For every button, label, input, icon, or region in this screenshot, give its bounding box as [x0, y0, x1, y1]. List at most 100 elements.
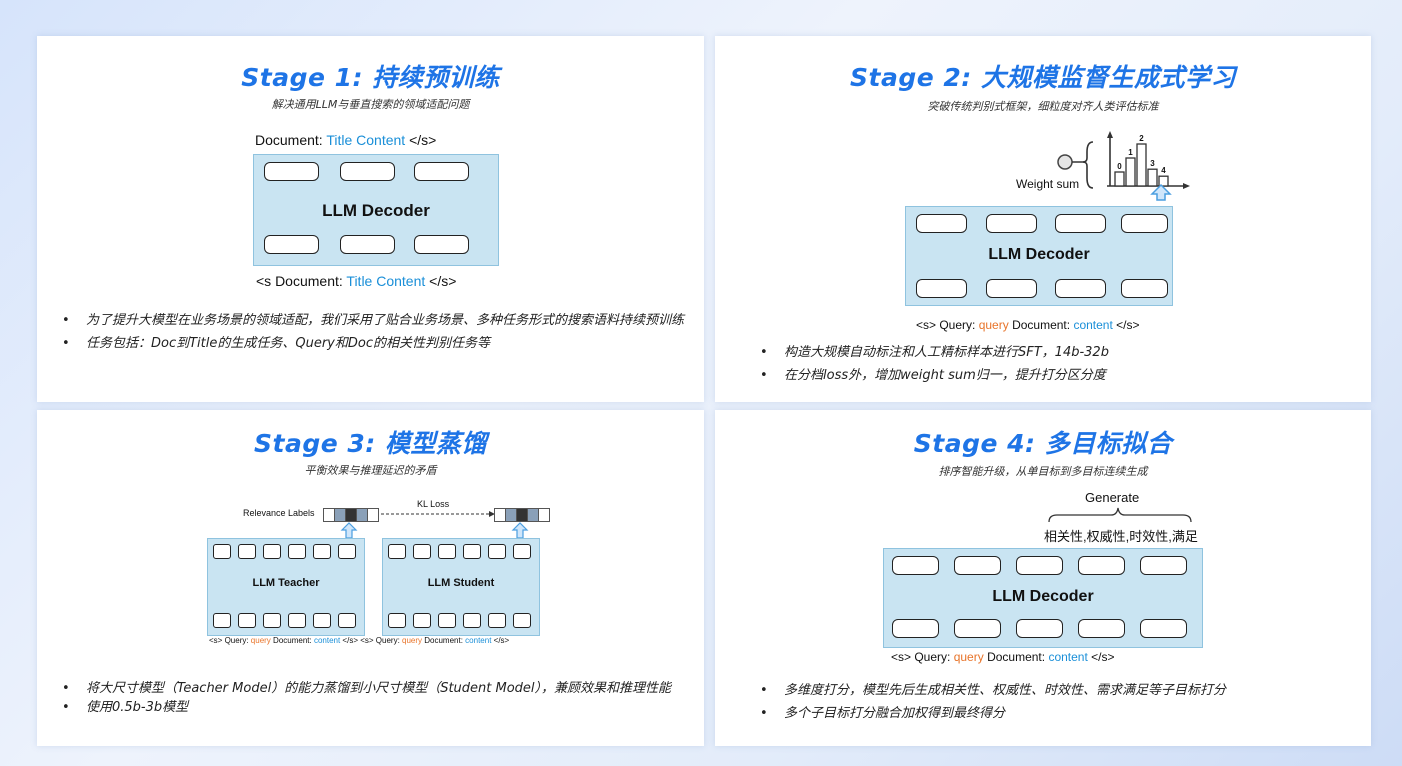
token-slot [1121, 214, 1168, 233]
token-slot [313, 613, 331, 628]
caption-suffix: </s> [425, 273, 457, 289]
token-slot [438, 544, 456, 559]
histogram-label: 4 [1161, 166, 1166, 175]
histogram-label: 1 [1128, 148, 1133, 157]
label-token [538, 508, 550, 522]
token-slot [986, 214, 1037, 233]
caption-highlight: Title Content [326, 132, 406, 148]
stage2-panel: Stage 2: 大规模监督生成式学习 突破传统判别式框架，细粒度对齐人类评估标… [715, 36, 1371, 402]
brace [1082, 141, 1094, 189]
stage3-panel: Stage 3: 模型蒸馏 平衡效果与推理延迟的矛盾 Relevance Lab… [37, 410, 704, 746]
stage2-subtitle: 突破传统判别式框架，细粒度对齐人类评估标准 [927, 100, 1159, 113]
x-axis-arrow [1183, 183, 1190, 189]
stage2-title: Stage 2: 大规模监督生成式学习 [850, 63, 1236, 92]
caption-suffix: </s> [405, 132, 437, 148]
caption-text: Document: [983, 650, 1049, 664]
llm-teacher-box: LLM Teacher [207, 538, 365, 636]
histogram-bars [1114, 143, 1169, 187]
token-slot [438, 613, 456, 628]
bullet-item: 为了提升大模型在业务场景的领域适配，我们采用了贴合业务场景、多种任务形式的搜索语… [62, 312, 692, 329]
weight-sum-node [1057, 154, 1073, 170]
token-slot [263, 613, 281, 628]
decoder-label: LLM Decoder [988, 246, 1090, 263]
llm-decoder-box: LLM Decoder [883, 548, 1203, 648]
decoder-label: LLM Decoder [322, 201, 430, 220]
caption-query: query [953, 650, 984, 664]
generate-brace [1048, 507, 1192, 523]
bullet-item: 多维度打分，模型先后生成相关性、权威性、时效性、需求满足等子目标打分 [760, 682, 1360, 699]
weight-sum-label: Weight sum [1016, 177, 1080, 191]
token-slot [313, 544, 331, 559]
caption-query: query [978, 318, 1009, 332]
bullet-item: 任务包括：Doc到Title的生成任务、Query和Doc的相关性判别任务等 [62, 335, 692, 352]
token-slot [463, 613, 481, 628]
stage4-subtitle: 排序智能升级，从单目标到多目标连续生成 [938, 465, 1148, 478]
objectives-label: 相关性,权威性,时效性,满足 [1044, 529, 1198, 544]
stage2-bullets: 构造大规模自动标注和人工精标样本进行SFT，14b-32b 在分档loss外，增… [760, 344, 1360, 390]
caption-text: Document: [1008, 318, 1074, 332]
token-slot [414, 162, 469, 181]
caption-query: query [250, 636, 271, 645]
token-slot [413, 544, 431, 559]
caption-content: content [1048, 650, 1088, 664]
histogram-bar [1136, 143, 1147, 187]
token-slot [413, 613, 431, 628]
token-slot [954, 619, 1001, 638]
up-arrow-icon [1150, 183, 1172, 201]
token-slot [388, 613, 406, 628]
stage1-subtitle: 解决通用LLM与垂直搜索的领域适配问题 [271, 98, 470, 111]
token-slot [488, 613, 506, 628]
token-slot [338, 613, 356, 628]
up-arrow-icon [511, 522, 529, 538]
bullet-item: 将大尺寸模型（Teacher Model）的能力蒸馏到小尺寸模型（Student… [62, 680, 682, 697]
token-slot [1016, 556, 1063, 575]
caption-text: </s> [1112, 318, 1140, 332]
token-slot [463, 544, 481, 559]
stage2-caption: <s> Query: query Document: content </s> [916, 318, 1140, 332]
token-slot [263, 544, 281, 559]
kl-arrow [489, 511, 495, 517]
brace [1048, 507, 1192, 523]
generate-label: Generate [1085, 490, 1140, 505]
y-axis-arrow [1107, 131, 1113, 138]
caption-text: <s> Query: [916, 318, 979, 332]
bullet-item: 在分档loss外，增加weight sum归一，提升打分区分度 [760, 367, 1360, 384]
llm-decoder-box: LLM Decoder [905, 206, 1173, 306]
caption-text: </s> [491, 636, 510, 645]
stage4-caption: <s> Query: query Document: content </s> [891, 650, 1115, 664]
relevance-labels-label: Relevance Labels [243, 508, 315, 518]
caption-text: Document: [422, 636, 466, 645]
histogram-bar [1158, 175, 1169, 187]
token-slot [488, 544, 506, 559]
caption-prefix: Document: [255, 132, 327, 148]
bullet-item: 使用0.5b-3b模型 [62, 699, 682, 716]
stage1-bottom-caption: <s Document: Title Content </s> [256, 273, 456, 289]
histogram-label: 0 [1117, 162, 1122, 171]
llm-student-box: LLM Student [382, 538, 540, 636]
stage1-bullets: 为了提升大模型在业务场景的领域适配，我们采用了贴合业务场景、多种任务形式的搜索语… [62, 312, 692, 358]
caption-prefix: <s Document: [256, 273, 347, 289]
token-slot [1140, 556, 1187, 575]
token-slot [288, 544, 306, 559]
token-slot [213, 613, 231, 628]
token-slot [916, 279, 967, 298]
token-slot [513, 613, 531, 628]
caption-text: </s> [1087, 650, 1115, 664]
caption-text: </s> <s> Query: [340, 636, 403, 645]
histogram-label: 2 [1139, 134, 1144, 143]
token-slot [1055, 279, 1106, 298]
caption-query: query [402, 636, 423, 645]
token-slot [1140, 619, 1187, 638]
distillation-connector [340, 511, 529, 538]
token-slot [340, 162, 395, 181]
bullet-item: 构造大规模自动标注和人工精标样本进行SFT，14b-32b [760, 344, 1360, 361]
student-label: LLM Student [427, 577, 495, 589]
token-slot [1121, 279, 1168, 298]
histogram-bar [1125, 157, 1136, 187]
teacher-label: LLM Teacher [252, 577, 320, 589]
token-slot [238, 544, 256, 559]
caption-content: content [1073, 318, 1113, 332]
token-slot [388, 544, 406, 559]
